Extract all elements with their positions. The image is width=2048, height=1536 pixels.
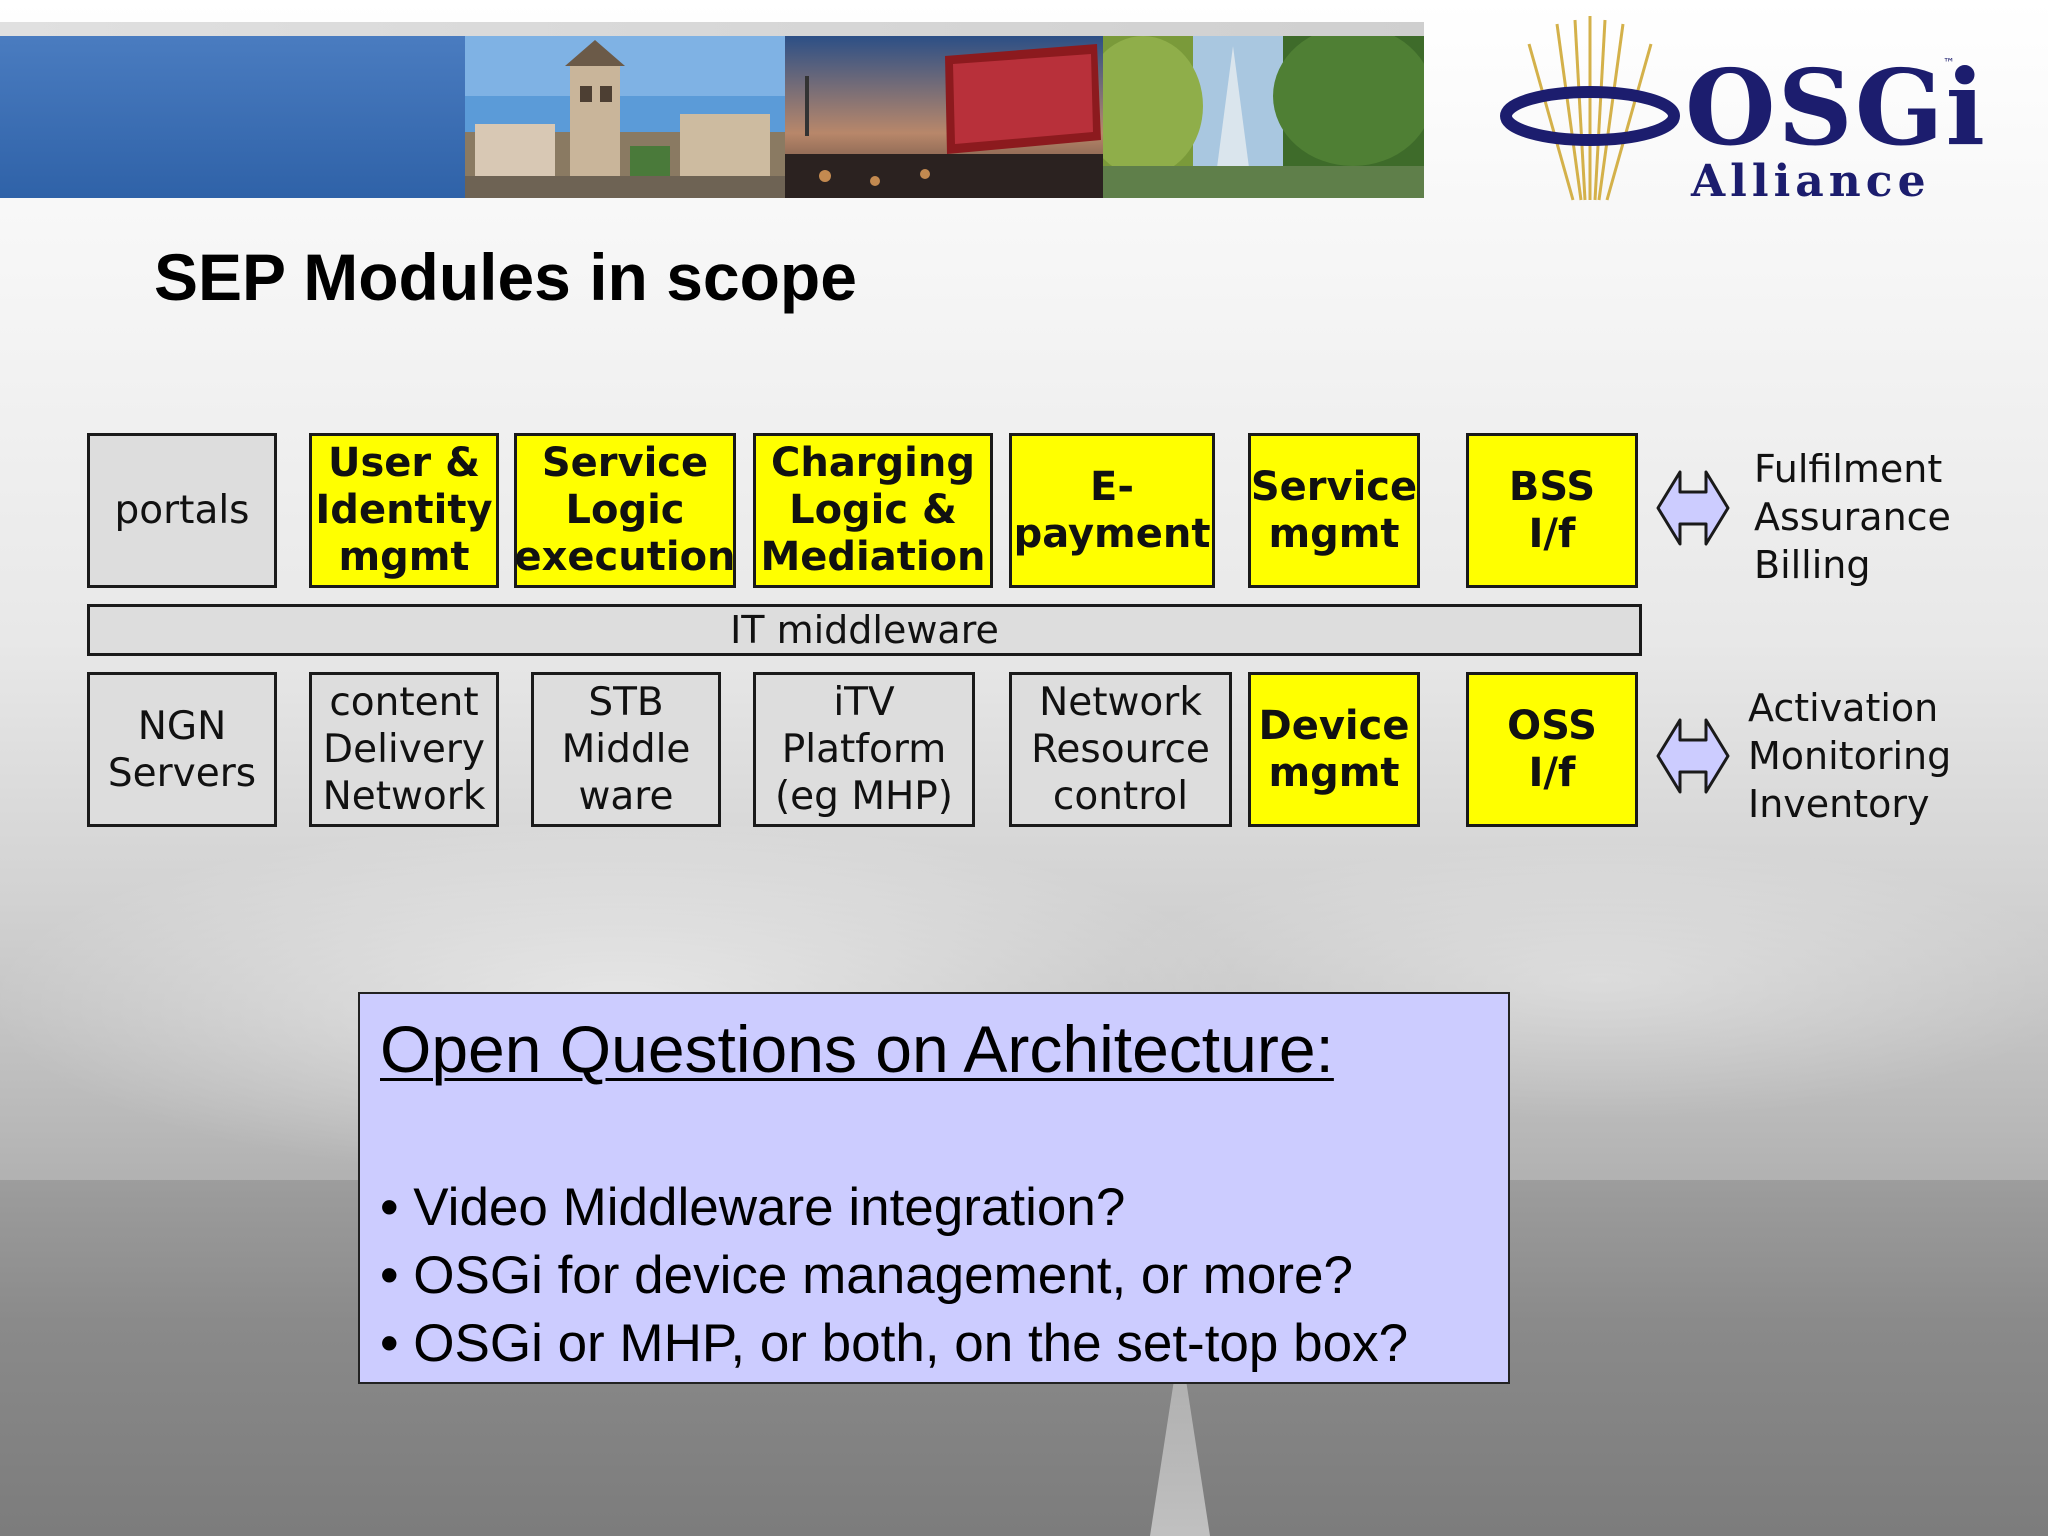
it-middleware-bar: IT middleware — [87, 604, 1642, 656]
module-oss-interface: OSS I/f — [1466, 672, 1638, 827]
oss-function-inventory: Inventory — [1748, 782, 1930, 826]
module-service-logic: Service Logic execution — [514, 433, 736, 588]
osgi-logo-subtext: Alliance — [1691, 156, 1931, 207]
osgi-emblem-icon — [1500, 16, 1680, 201]
oss-function-monitoring: Monitoring — [1748, 734, 1952, 778]
osgi-trademark: ™ — [1943, 56, 1955, 70]
oss-double-arrow-icon — [1656, 718, 1730, 794]
banner-photo-riverside-screen — [785, 36, 1103, 198]
oss-function-activation: Activation — [1748, 686, 1939, 730]
module-charging-logic: Charging Logic & Mediation — [753, 433, 993, 588]
bss-functions-list: Fulfilment Assurance Billing — [1754, 445, 1951, 589]
bss-function-assurance: Assurance — [1754, 495, 1951, 539]
module-itv-platform: iTV Platform (eg MHP) — [753, 672, 975, 827]
module-portals: portals — [87, 433, 277, 588]
oss-functions-list: Activation Monitoring Inventory — [1748, 684, 1951, 828]
banner-photo-old-town — [465, 36, 785, 198]
module-ngn-servers: NGN Servers — [87, 672, 277, 827]
open-questions-title: Open Questions on Architecture: — [380, 1012, 1334, 1086]
module-stb-middleware: STB Middle ware — [531, 672, 721, 827]
bss-function-fulfilment: Fulfilment — [1754, 447, 1943, 491]
module-content-delivery: content Delivery Network — [309, 672, 499, 827]
bss-function-billing: Billing — [1754, 543, 1871, 587]
osgi-logo-text: OSGi — [1685, 46, 1988, 169]
module-network-resource: Network Resource control — [1009, 672, 1232, 827]
open-questions-list: Video Middleware integration? OSGi for d… — [380, 1174, 1408, 1378]
osgi-logo: OSGi ™ Alliance — [1495, 10, 1985, 207]
module-device-mgmt: Device mgmt — [1248, 672, 1420, 827]
module-user-identity: User & Identity mgmt — [309, 433, 499, 588]
question-item: Video Middleware integration? — [380, 1174, 1408, 1242]
module-service-mgmt: Service mgmt — [1248, 433, 1420, 588]
bss-double-arrow-icon — [1656, 470, 1730, 546]
question-item: OSGi for device management, or more? — [380, 1242, 1408, 1310]
module-e-payment: E- payment — [1009, 433, 1215, 588]
banner-blue-panel — [0, 36, 465, 198]
question-item: OSGi or MHP, or both, on the set-top box… — [380, 1310, 1408, 1378]
banner-top-rule — [0, 22, 1424, 36]
slide-title: SEP Modules in scope — [154, 240, 857, 314]
open-questions-box: Open Questions on Architecture: Video Mi… — [358, 992, 1510, 1384]
banner-photo-park-fountain — [1103, 36, 1424, 198]
module-bss-interface: BSS I/f — [1466, 433, 1638, 588]
